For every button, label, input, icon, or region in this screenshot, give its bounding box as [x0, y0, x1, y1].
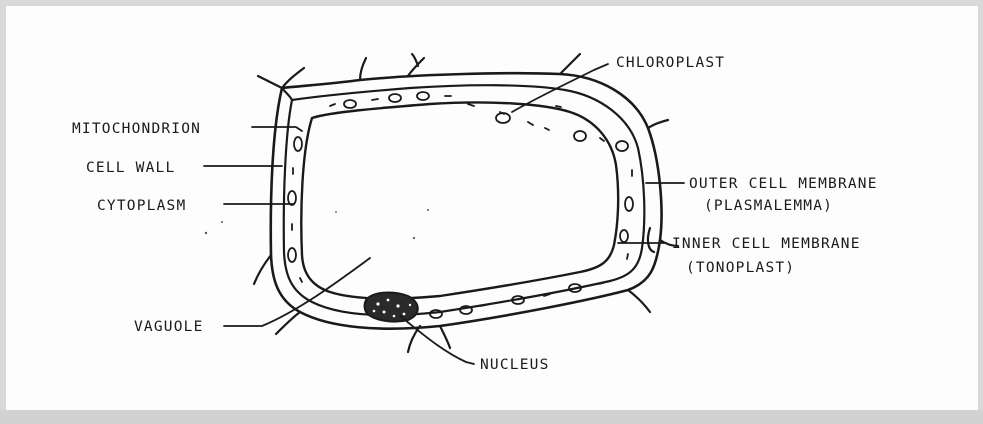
label-outer-membrane: OUTER CELL MEMBRANE	[689, 176, 878, 192]
label-chloroplast: CHLOROPLAST	[616, 55, 725, 71]
label-inner-membrane: INNER CELL MEMBRANE	[672, 236, 861, 252]
nucleus-shape	[365, 293, 418, 322]
label-mitochondrion: MITOCHONDRION	[72, 121, 201, 137]
bottom-scan-edge	[0, 410, 983, 424]
label-vacuole: VAGUOLE	[134, 319, 204, 335]
label-outer-membrane-alt: (PLASMALEMMA)	[704, 198, 833, 214]
label-cell-wall: CELL WALL	[86, 160, 175, 176]
label-inner-membrane-alt: (TONOPLAST)	[686, 260, 795, 276]
label-cytoplasm: CYTOPLASM	[97, 198, 186, 214]
label-nucleus: NUCLEUS	[480, 357, 550, 373]
